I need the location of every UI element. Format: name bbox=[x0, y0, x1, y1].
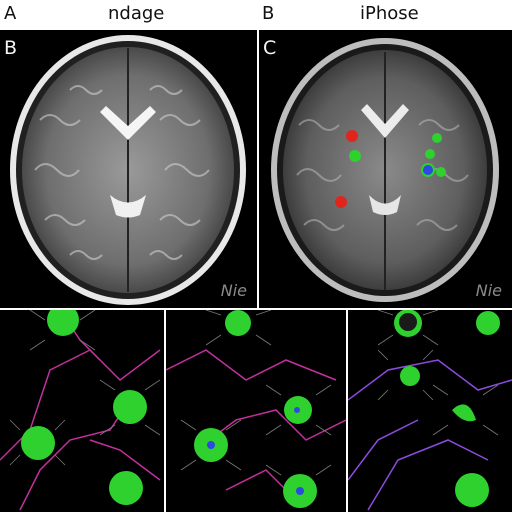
third-ventricle bbox=[110, 195, 146, 218]
neuron-soma bbox=[400, 366, 420, 386]
neuron-soma bbox=[21, 426, 55, 460]
neuron-fragment bbox=[452, 404, 476, 422]
neuron-soma bbox=[455, 473, 489, 507]
neuron-network-3 bbox=[348, 310, 512, 511]
lesion-marker-red bbox=[346, 130, 358, 142]
neuron-soma bbox=[225, 310, 251, 336]
header-title-right: iPhose bbox=[360, 3, 419, 24]
mri-scan-right bbox=[271, 38, 499, 302]
mri-panel-left: B Nie bbox=[0, 30, 257, 308]
lateral-ventricles bbox=[361, 104, 409, 138]
lesion-marker-red bbox=[335, 196, 347, 208]
neuron-panel-1 bbox=[0, 310, 164, 512]
neuron-soma bbox=[47, 310, 79, 336]
lesion-marker-green bbox=[436, 167, 446, 177]
mri-panel-right: C Nie bbox=[259, 30, 512, 308]
lesion-marker-green bbox=[425, 149, 435, 159]
lesion-marker-green bbox=[432, 133, 442, 143]
lesion-marker-blue bbox=[421, 163, 435, 177]
lateral-ventricles bbox=[100, 106, 156, 140]
neuron-panel-3 bbox=[348, 310, 512, 512]
watermark-left: Nie bbox=[220, 281, 247, 300]
soma-cavity bbox=[399, 313, 417, 331]
watermark-right: Nie bbox=[475, 281, 502, 300]
header-label-b: B bbox=[262, 3, 275, 24]
neuron-soma bbox=[109, 471, 143, 505]
header-title-left: ndage bbox=[108, 3, 165, 24]
panel-label-left: B bbox=[4, 37, 18, 59]
neuron-soma bbox=[476, 311, 500, 335]
neuron-panel-2 bbox=[166, 310, 346, 512]
neuron-network-2 bbox=[166, 310, 346, 508]
mri-scan-left bbox=[10, 35, 246, 305]
neuron-network-1 bbox=[0, 310, 161, 511]
figure-header: A ndage B iPhose bbox=[0, 0, 512, 30]
third-ventricle bbox=[369, 195, 401, 215]
nucleus-marker bbox=[296, 487, 304, 495]
panel-label-right: C bbox=[263, 37, 277, 59]
neuron-soma bbox=[113, 390, 147, 424]
nucleus-marker bbox=[207, 441, 215, 449]
nucleus-marker bbox=[294, 407, 300, 413]
header-label-a: A bbox=[4, 3, 17, 24]
lesion-marker-green bbox=[349, 150, 361, 162]
